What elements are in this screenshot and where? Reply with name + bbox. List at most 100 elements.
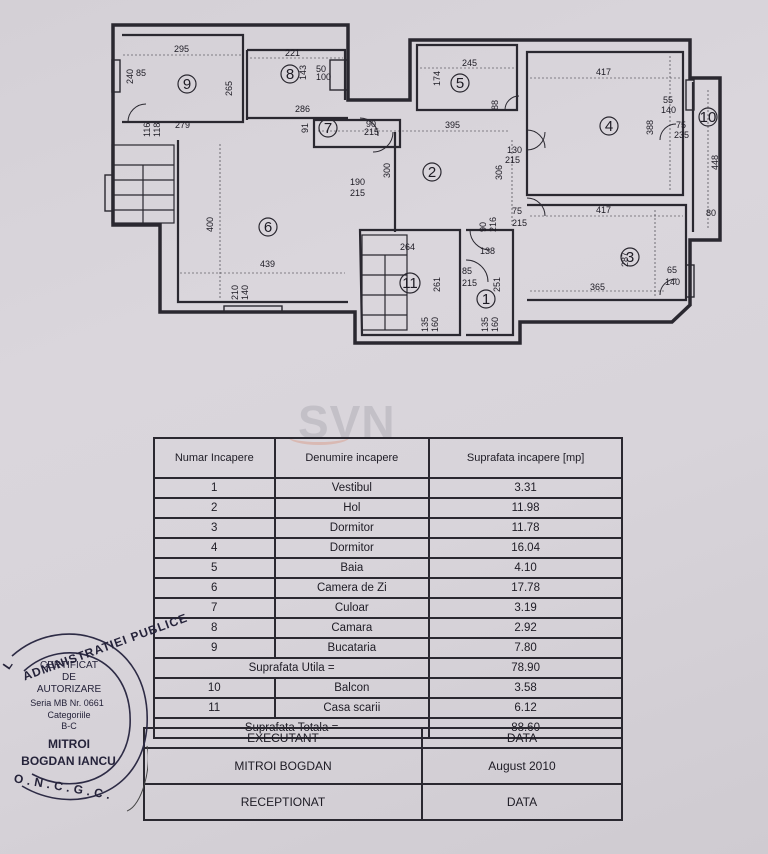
date-label: DATA	[421, 727, 623, 749]
dim-label: 417	[596, 205, 611, 215]
dim-label: 279	[175, 120, 190, 130]
dim-label: 286	[295, 104, 310, 114]
dim-label: 300	[382, 163, 392, 178]
outer-wall	[111, 23, 722, 345]
dim-label: 75	[676, 120, 686, 130]
stamp-l1: CERTIFICAT	[40, 660, 98, 671]
dim-label: 395	[445, 120, 460, 130]
room-number-7: 7	[324, 120, 332, 137]
stamp-l7: MITROI	[48, 737, 90, 751]
door-swings	[127, 95, 677, 296]
executant-name: MITROI BOGDAN	[143, 747, 423, 785]
inner-walls	[122, 33, 695, 337]
dim-label: 295	[174, 44, 189, 54]
dim-label: 160	[490, 317, 500, 332]
dim-label: 88	[490, 100, 500, 110]
dim-label: 143	[298, 65, 308, 80]
dim-label: 140	[661, 105, 676, 115]
dim-label: 50	[316, 64, 326, 74]
header-room-area: Suprafata incapere [mp]	[428, 437, 623, 479]
dim-label: 130	[507, 145, 522, 155]
dim-label: 265	[224, 81, 234, 96]
executant-label: EXECUTANT	[143, 727, 423, 749]
floor-plan: 9 8 7 5 4 10 2 6 11 1 3 295 221 245 417 …	[104, 23, 722, 345]
dim-label: 80	[706, 208, 716, 218]
dim-label: 140	[240, 285, 250, 300]
dim-label: 90	[478, 222, 488, 232]
dim-label: 135	[480, 317, 490, 332]
dim-label: 210	[230, 285, 240, 300]
room-number-1: 1	[482, 291, 490, 308]
stamp-l8: BOGDAN IANCU	[21, 754, 116, 768]
room-number-6: 6	[264, 219, 272, 236]
dim-label: 215	[364, 127, 379, 137]
dim-label: 417	[596, 67, 611, 77]
dim-label: 400	[205, 217, 215, 232]
util-area-value: 78.90	[428, 657, 623, 679]
stamp-l2: DE	[62, 672, 76, 683]
dim-label: 65	[667, 265, 677, 275]
dim-label: 75	[512, 206, 522, 216]
dim-label: 140	[665, 277, 680, 287]
dim-label: 245	[462, 58, 477, 68]
room-number-3: 3	[626, 249, 634, 266]
dim-label: 261	[432, 277, 442, 292]
dim-label: 118	[152, 123, 162, 137]
dim-label: 306	[494, 165, 504, 180]
stamp-l4: Seria MB Nr. 0661	[30, 698, 104, 708]
date-label-2: DATA	[421, 783, 623, 821]
dim-label: 190	[350, 177, 365, 187]
room-number-9: 9	[183, 76, 191, 93]
room-labels	[177, 64, 718, 309]
dim-label: 439	[260, 259, 275, 269]
room-number-8: 8	[286, 66, 294, 83]
staircase	[111, 144, 408, 331]
executant-date: August 2010	[421, 747, 623, 785]
dim-label: 287	[620, 252, 630, 267]
util-area-row: Suprafata Utila =78.90	[152, 657, 623, 679]
official-stamp	[11, 633, 148, 812]
dim-label: 235	[674, 130, 689, 140]
room-number-4: 4	[605, 118, 613, 135]
room-number-11: 11	[402, 275, 418, 292]
stamp-l6: B-C	[61, 721, 77, 731]
header-room-number: Numar Incapere	[153, 437, 276, 479]
room-number-10: 10	[700, 109, 717, 126]
dim-label: 215	[462, 278, 477, 288]
room-number-5: 5	[456, 75, 464, 92]
dimension-labels: 295 221 245 417 417 395 279 286 85 50 10…	[136, 44, 716, 292]
room-area-table: Numar Incapere Denumire incapere Suprafa…	[152, 437, 623, 739]
stamp-l3: AUTORIZARE	[36, 684, 102, 695]
receptionat-label: RECEPTIONAT	[143, 783, 423, 821]
dim-label: 215	[350, 188, 365, 198]
dim-label: 365	[590, 282, 605, 292]
dim-label: 90	[366, 119, 376, 129]
dim-label: 160	[430, 317, 440, 332]
util-area-label: Suprafata Utila =	[152, 657, 431, 679]
dim-label: 85	[136, 68, 146, 78]
dim-label: 388	[645, 120, 655, 135]
dim-label: 221	[285, 48, 300, 58]
dim-label: 100	[316, 72, 331, 82]
dim-label: 91	[300, 123, 310, 133]
dimension-lines	[123, 54, 709, 300]
stamp-l5: Categoriile	[47, 710, 91, 720]
dim-label: 251	[492, 277, 502, 292]
header-room-name: Denumire incapere	[273, 437, 431, 479]
windows	[104, 59, 695, 313]
room-number-2: 2	[428, 164, 436, 181]
dim-label: 135	[420, 317, 430, 332]
dim-label: 216	[488, 217, 498, 232]
